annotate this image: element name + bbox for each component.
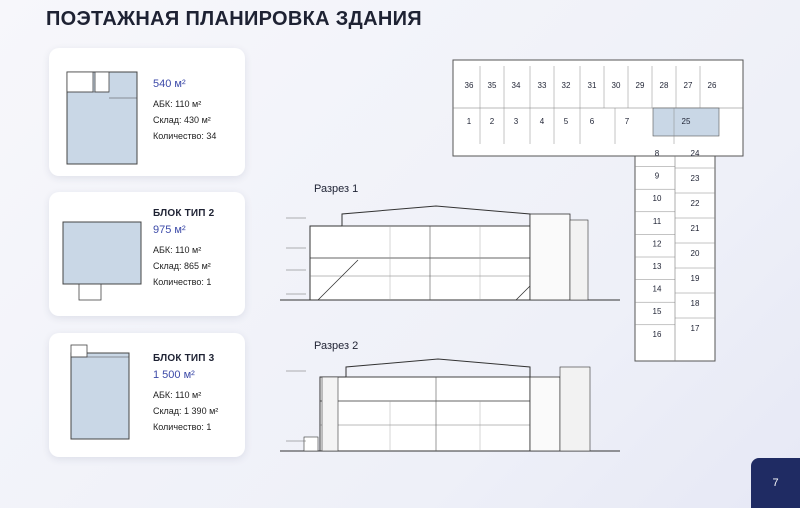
plan-unit-31: 31 [588,81,597,90]
plan-unit-13: 13 [653,262,662,271]
plan-unit-32: 32 [562,81,571,90]
plan-unit-3: 3 [514,117,519,126]
plan-unit-35: 35 [488,81,497,90]
block-2-count: Количество: 1 [153,277,212,287]
section-2-label: Разрез 2 [314,340,359,352]
plan-unit-10: 10 [653,194,662,203]
block-3-count: Количество: 1 [153,422,212,432]
plan-unit-8: 8 [655,149,660,158]
plan-unit-7: 7 [625,117,630,126]
block-2-abk: АБК: 110 м² [153,245,202,255]
page-number: 7 [751,458,800,508]
block-3-storage: Склад: 1 390 м² [153,406,219,416]
plan-unit-18: 18 [691,299,700,308]
block-1-area: 540 м² [153,78,186,90]
plan-unit-5: 5 [564,117,569,126]
plan-unit-14: 14 [653,285,662,294]
plan-unit-34: 34 [512,81,521,90]
plan-unit-15: 15 [653,307,662,316]
block-card-type-3[interactable]: БЛОК ТИП 3 1 500 м² АБК: 110 м² Склад: 1… [49,333,245,457]
section-1-label: Разрез 1 [314,183,359,195]
plan-unit-30: 30 [612,81,621,90]
page-title: ПОЭТАЖНАЯ ПЛАНИРОВКА ЗДАНИЯ [46,8,422,30]
section-2-drawing [280,358,620,452]
plan-unit-11: 11 [653,217,662,226]
plan-unit-21: 21 [691,224,700,233]
plan-unit-28: 28 [660,81,669,90]
plan-unit-23: 23 [691,174,700,183]
plan-unit-1: 1 [467,117,472,126]
block-card-type-1[interactable]: 540 м² АБК: 110 м² Склад: 430 м² Количес… [49,48,245,176]
plan-unit-4: 4 [540,117,545,126]
block-3-floor-plan [70,344,130,440]
plan-top-row: 36 35 34 33 32 31 30 29 28 27 26 [465,66,717,108]
plan-unit-6: 6 [590,117,595,126]
block-1-floor-plan [66,71,138,165]
plan-unit-2: 2 [490,117,495,126]
plan-unit-19: 19 [691,274,700,283]
plan-unit-36: 36 [465,81,474,90]
block-2-floor-plan [62,221,142,301]
plan-unit-24: 24 [691,149,700,158]
plan-side-right: 24 23 22 21 20 19 18 17 [675,149,715,333]
plan-unit-16: 16 [653,330,662,339]
block-2-info: БЛОК ТИП 2 975 м² АБК: 110 м² Склад: 865… [153,206,214,290]
plan-unit-25: 25 [682,117,691,126]
plan-side-left: 8 9 10 11 12 13 14 15 16 [635,149,675,339]
plan-unit-26: 26 [708,81,717,90]
block-2-storage: Склад: 865 м² [153,261,211,271]
block-1-abk: АБК: 110 м² [153,99,202,109]
block-3-abk: АБК: 110 м² [153,390,202,400]
plan-unit-9: 9 [655,172,660,181]
plan-unit-20: 20 [691,249,700,258]
plan-unit-17: 17 [691,324,700,333]
plan-unit-27: 27 [684,81,693,90]
block-1-storage: Склад: 430 м² [153,115,211,125]
plan-unit-22: 22 [691,199,700,208]
plan-unit-33: 33 [538,81,547,90]
block-2-name: БЛОК ТИП 2 [153,208,215,219]
block-2-area: 975 м² [153,224,186,236]
plan-bottom-row: 1 2 3 4 5 6 7 25 [467,108,691,144]
plan-unit-12: 12 [653,239,662,248]
plan-highlight-unit [652,107,720,137]
section-1-drawing [280,205,620,301]
block-3-info: БЛОК ТИП 3 1 500 м² АБК: 110 м² Склад: 1… [153,351,218,435]
block-1-count: Количество: 34 [153,131,217,141]
block-card-type-2[interactable]: БЛОК ТИП 2 975 м² АБК: 110 м² Склад: 865… [49,192,245,316]
plan-unit-29: 29 [636,81,645,90]
block-3-name: БЛОК ТИП 3 [153,353,215,364]
block-1-info: 540 м² АБК: 110 м² Склад: 430 м² Количес… [153,76,216,144]
block-3-area: 1 500 м² [153,369,195,381]
